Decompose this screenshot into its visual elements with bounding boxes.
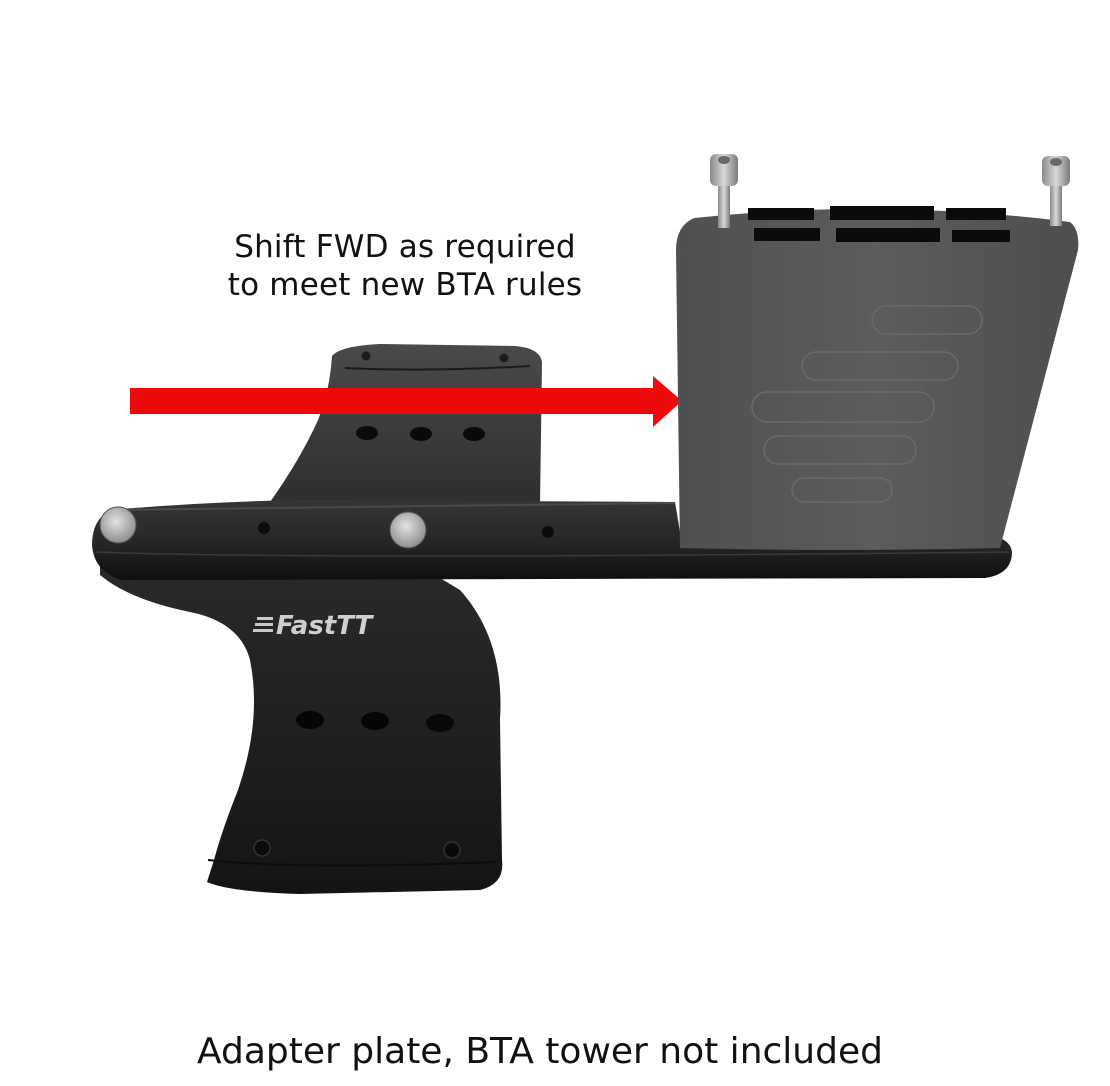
back-plate [268, 344, 542, 505]
annotation-line-2: to meet new BTA rules [227, 267, 583, 303]
front-plate [100, 560, 503, 894]
svg-text:FastTT: FastTT [276, 611, 375, 641]
annotation-line-1: Shift FWD as required [234, 229, 576, 265]
tower-bolts [710, 154, 1070, 228]
bta-tower [676, 206, 1079, 550]
fasttt-logo: FastTT [253, 611, 375, 641]
product-caption: Adapter plate, BTA tower not included [197, 1031, 883, 1072]
shift-forward-annotation: Shift FWD as required to meet new BTA ru… [200, 228, 610, 304]
adapter-bar [92, 500, 1012, 580]
shift-forward-arrow-icon [130, 376, 682, 427]
